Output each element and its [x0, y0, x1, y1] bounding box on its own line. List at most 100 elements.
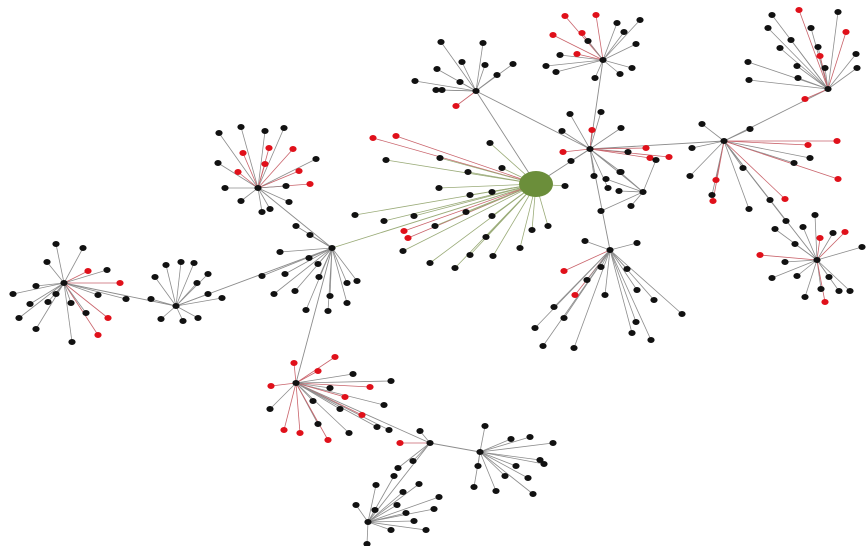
leaf-edge [257, 148, 294, 189]
leaf-edge [816, 259, 826, 303]
leaf-edge [589, 148, 595, 177]
leaf-edge [589, 127, 622, 150]
hub-edge [475, 90, 591, 150]
leaf-node [745, 77, 753, 83]
leaf-edge [559, 54, 604, 61]
leaf-edge [55, 243, 65, 284]
leaf-node [292, 223, 300, 229]
leaf-node-highlight [341, 394, 349, 400]
leaf-edge [63, 282, 109, 319]
leaf-edge [584, 240, 611, 251]
leaf-edge [712, 140, 725, 202]
leaf-node [32, 326, 40, 332]
leaf-node [122, 296, 130, 302]
leaf-edge [46, 261, 65, 284]
leaf-edge [63, 282, 99, 336]
leaf-edge [794, 243, 818, 261]
leaf-node [739, 165, 747, 171]
leaf-edge [701, 123, 725, 142]
leaf-node-highlight [261, 161, 269, 167]
leaf-edge [257, 185, 287, 189]
hub-node [472, 88, 480, 94]
leaf-node-highlight [331, 354, 339, 360]
leaf-node [488, 213, 496, 219]
leaf-node [411, 78, 419, 84]
leaf-node-highlight [314, 368, 322, 374]
hub-edge [589, 59, 604, 150]
leaf-node [570, 345, 578, 351]
leaf-node [678, 311, 686, 317]
hub-edge [295, 247, 333, 384]
leaf-node [698, 121, 706, 127]
leaf-node [157, 316, 165, 322]
leaf-node-highlight [781, 196, 789, 202]
leaf-edge [257, 170, 300, 189]
leaf-edge [479, 425, 486, 453]
leaf-node-highlight [795, 7, 803, 13]
leaf-node [481, 423, 489, 429]
leaf-edge [723, 140, 786, 200]
leaf-node-highlight [549, 32, 557, 38]
leaf-node [558, 128, 566, 134]
leaf-node [415, 481, 423, 487]
leaf-node [745, 206, 753, 212]
hub-node [60, 280, 68, 286]
leaf-node [266, 406, 274, 412]
leaf-node-highlight [665, 154, 673, 160]
leaf-node-highlight [842, 29, 850, 35]
leaf-node [829, 230, 837, 236]
leaf-node [549, 440, 557, 446]
leaf-edge [63, 282, 73, 343]
leaf-edge [602, 19, 641, 61]
leaf-node [550, 304, 558, 310]
leaf-node [811, 212, 819, 218]
leaf-node [436, 155, 444, 161]
leaf-edge [748, 79, 829, 90]
hub-node [586, 146, 594, 152]
leaf-edge [257, 127, 285, 189]
leaf-node [542, 63, 550, 69]
leaf-node-highlight [646, 155, 654, 161]
hub-edge [589, 148, 611, 251]
leaf-edge [175, 293, 209, 307]
leaf-node [218, 295, 226, 301]
leaf-edge [479, 438, 512, 453]
leaf-node [787, 37, 795, 43]
leaf-edge [569, 113, 591, 150]
leaf-node [399, 489, 407, 495]
leaf-node [799, 224, 807, 230]
leaf-node-highlight [84, 268, 92, 274]
leaf-edge [240, 187, 259, 202]
leaf-node-highlight [290, 360, 298, 366]
leaf-node [744, 59, 752, 65]
leaf-node [835, 288, 843, 294]
leaf-edge [802, 226, 818, 261]
leaf-edge [327, 247, 333, 312]
leaf-edge [562, 148, 591, 153]
leaf-edge [798, 9, 829, 90]
leaf-edge [609, 249, 683, 315]
leaf-node [204, 271, 212, 277]
leaf-edge [367, 483, 420, 523]
leaf-node [566, 111, 574, 117]
leaf-node [466, 252, 474, 258]
leaf-node [834, 9, 842, 15]
leaf-node [82, 310, 90, 316]
leaf-edge [545, 59, 604, 67]
hub-edge [723, 88, 829, 142]
leaf-node [385, 427, 393, 433]
leaf-node-highlight [324, 437, 332, 443]
leaf-edge [175, 261, 182, 307]
leaf-node-highlight [404, 235, 412, 241]
leaf-node-highlight [801, 96, 809, 102]
leaf-node [162, 262, 170, 268]
leaf-edge [150, 298, 177, 307]
leaf-node [309, 398, 317, 404]
leaf-edge [403, 183, 537, 232]
leaf-edge [816, 232, 834, 261]
leaf-node [561, 183, 569, 189]
leaf-edge [414, 80, 477, 92]
leaf-node [382, 157, 390, 163]
leaf-node [597, 208, 605, 214]
leaf-node [632, 41, 640, 47]
